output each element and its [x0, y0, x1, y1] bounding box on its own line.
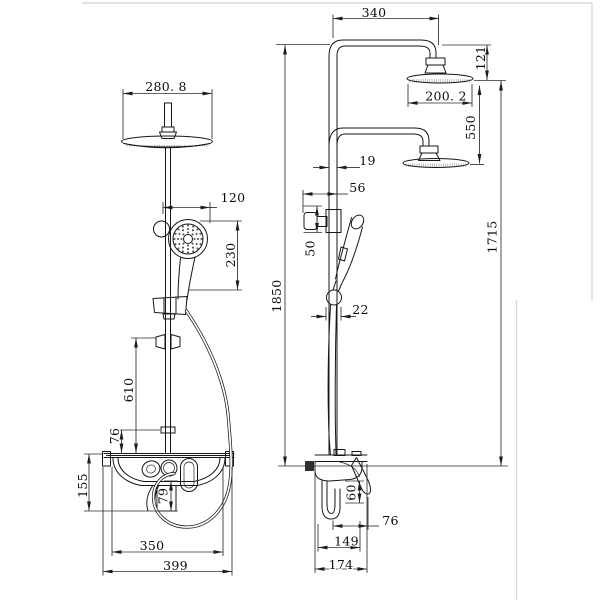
upper-shower-arm-side: [328, 39, 474, 84]
front-view: [102, 102, 235, 529]
image-frame: [82, 2, 593, 600]
mixer-body-side: [305, 449, 371, 520]
diverter-side: [303, 209, 342, 233]
dim-label-side-spout-reach: 149: [334, 533, 359, 548]
reference-lines: [276, 44, 508, 467]
riser-pipe-side: [328, 55, 338, 456]
dim-label-front-shelf-height: 155: [75, 473, 90, 498]
dim-label-side-hose-diameter: 22: [352, 302, 369, 317]
dim-label-front-slider-to-shelf: 610: [121, 378, 136, 403]
dim-label-side-arm-drop: 121: [473, 46, 488, 71]
dim-label-side-overall-depth: 174: [329, 557, 354, 572]
side-view: [303, 39, 474, 520]
overhead-shower-front: [121, 102, 213, 149]
diverter-knob-side: [303, 212, 318, 230]
dim-label-front-head-width: 280. 8: [145, 79, 187, 94]
dim-label-side-head-diameter: 200. 2: [425, 88, 467, 103]
wall-inlet-side: [305, 461, 314, 471]
dimension-labels: 280. 8 120 230 1850 610 76 155 79 350 399 340 121 20…: [74, 4, 501, 574]
riser-pipe-front: [153, 146, 176, 454]
dim-label-side-pipe-diameter: 19: [359, 153, 376, 168]
dim-label-side-arm-reach: 340: [362, 5, 387, 20]
dim-label-front-handshower-length: 230: [223, 243, 238, 268]
hand-shower-front: [152, 219, 208, 320]
dim-label-side-column-height: 1715: [484, 220, 499, 253]
wall-bracket-front: [153, 220, 170, 238]
dim-label-side-head-spacing: 550: [463, 115, 478, 140]
dim-label-side-diverter-depth: 56: [349, 180, 366, 195]
dim-label-side-body-height: 60: [343, 484, 358, 501]
dimension-annotations: [84, 14, 503, 576]
dim-label-front-shelf-width: 350: [140, 538, 165, 553]
hose-ball-joint-side: [326, 289, 342, 306]
dim-label-side-diverter-height: 50: [302, 240, 317, 257]
dim-label-front-spout-drop: 79: [155, 488, 170, 505]
lower-shower-arm-side: [328, 127, 470, 168]
overhead-shower-lower-side: [402, 158, 470, 168]
dim-label-total-height: 1850: [269, 279, 284, 312]
mixer-lever-front: [180, 458, 198, 492]
slide-bar-clamp: [155, 334, 181, 350]
dim-label-front-overall-width: 399: [163, 558, 188, 573]
overhead-shower-upper-side: [406, 73, 474, 84]
dim-label-front-bracket-to-shelf: 76: [107, 428, 122, 445]
hand-shower-side: [326, 214, 365, 456]
diverter-knob-front: [141, 460, 161, 478]
dim-label-side-body-depth: 76: [382, 513, 399, 528]
dim-label-front-handshower-offset: 120: [221, 190, 246, 205]
